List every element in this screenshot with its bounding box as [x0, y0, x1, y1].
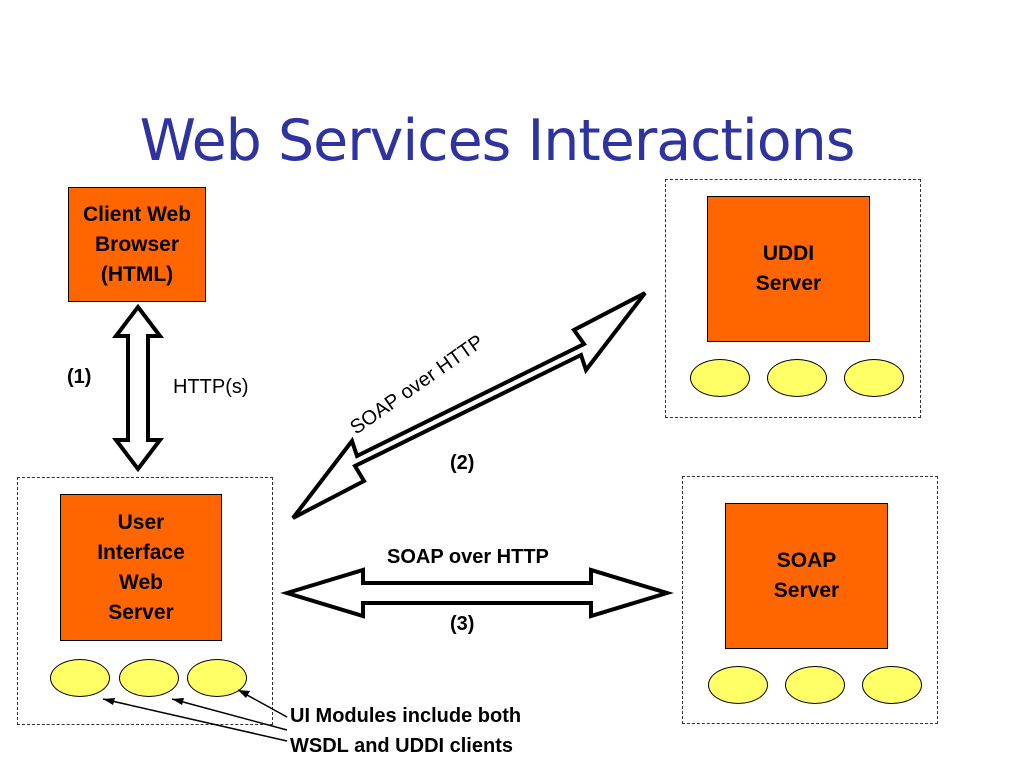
- step3-label: (3): [450, 613, 475, 635]
- callout-arrowhead-3: [103, 698, 115, 705]
- soap-module-1: [708, 666, 768, 704]
- soap-module-3: [862, 666, 922, 704]
- ui-server-container: [17, 477, 273, 725]
- uddi-server-box: UDDI Server: [707, 196, 870, 342]
- http-double-arrow: [111, 303, 165, 473]
- soap-diagonal-double-arrow: [291, 291, 647, 520]
- step1-protocol-label: HTTP(s): [173, 376, 249, 398]
- step2-label: (2): [450, 452, 475, 474]
- callout-line2-text: WSDL and UDDI clients: [290, 735, 513, 757]
- soap-horizontal-double-arrow: [280, 567, 674, 619]
- ui-web-server-label: User Interface Web Server: [97, 510, 185, 624]
- ui-module-1: [50, 659, 110, 697]
- uddi-container: [665, 179, 921, 418]
- callout-arrowhead-2: [172, 698, 184, 705]
- soap-container: [682, 476, 938, 724]
- uddi-module-2: [767, 359, 827, 397]
- step2-protocol-label: SOAP over HTTP: [346, 331, 488, 439]
- callout-line-3: [102, 698, 288, 742]
- client-browser-box: Client Web Browser (HTML): [68, 187, 206, 302]
- callout-line-2: [171, 698, 288, 731]
- step1-label: (1): [67, 366, 92, 388]
- callout-line1-text: UI Modules include both: [290, 705, 522, 727]
- client-browser-label: Client Web Browser (HTML): [82, 202, 192, 286]
- ui-module-2: [119, 659, 179, 697]
- soap-server-box: SOAP Server: [725, 503, 888, 649]
- ui-web-server-box: User Interface Web Server: [60, 494, 222, 641]
- soap-module-2: [785, 666, 845, 704]
- uddi-module-1: [690, 359, 750, 397]
- slide-title: Web Services Interactions: [139, 108, 856, 174]
- soap-server-label: SOAP Server: [773, 549, 840, 602]
- uddi-module-3: [844, 359, 904, 397]
- callout-arrowhead-1: [238, 690, 250, 698]
- step3-protocol-label: SOAP over HTTP: [387, 546, 549, 568]
- ui-module-3: [187, 659, 247, 697]
- uddi-server-label: UDDI Server: [755, 242, 822, 295]
